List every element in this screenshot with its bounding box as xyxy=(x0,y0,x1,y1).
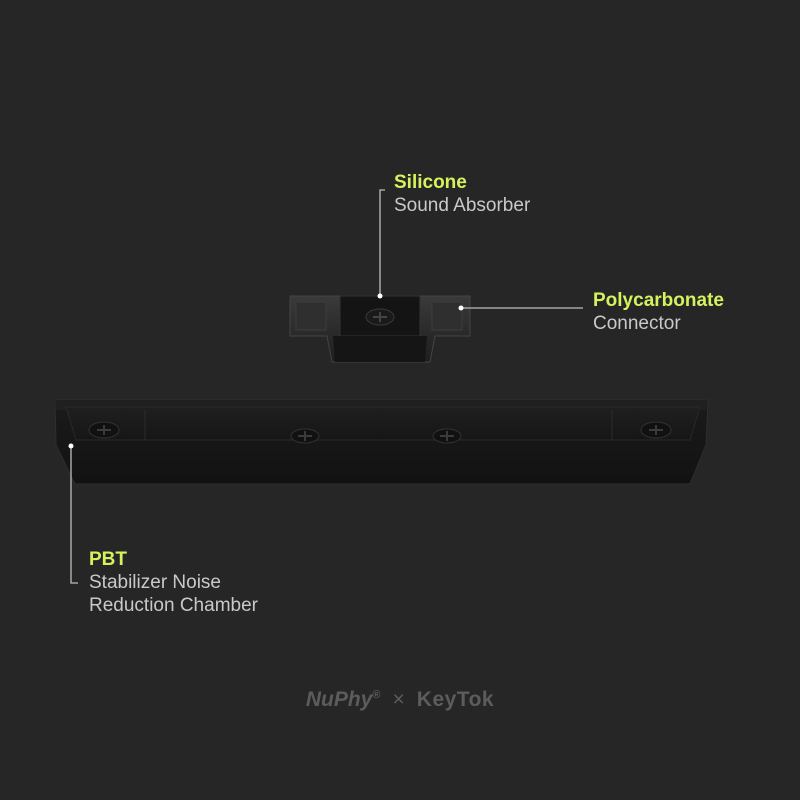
registered-mark: ® xyxy=(372,689,381,701)
callout-title: PBT xyxy=(89,549,127,570)
callout-pbt: PBT Stabilizer Noise Reduction Chamber xyxy=(89,549,258,617)
callout-polycarbonate: Polycarbonate Connector xyxy=(593,290,724,336)
callout-description: Stabilizer Noise xyxy=(89,571,221,593)
screw-post-icon xyxy=(88,421,120,439)
stabilizer-bar xyxy=(54,399,709,485)
callout-silicone: Silicone Sound Absorber xyxy=(394,172,530,218)
callout-description: Sound Absorber xyxy=(394,194,531,216)
leader-line-pbt xyxy=(68,443,78,584)
callout-description: Connector xyxy=(593,312,681,334)
collab-separator: × xyxy=(392,688,405,711)
nuphy-logo: NuPhy xyxy=(305,688,373,711)
callout-title: Polycarbonate xyxy=(593,290,724,311)
keytok-logo: KeyTok xyxy=(416,688,495,711)
screw-post-icon xyxy=(640,421,672,439)
leader-line-silicone xyxy=(377,189,385,299)
connector-part xyxy=(289,295,471,363)
leader-line-poly xyxy=(458,305,583,311)
screw-icon xyxy=(365,308,395,326)
callout-description: Reduction Chamber xyxy=(89,594,258,616)
screw-post-icon xyxy=(432,428,462,444)
screw-post-icon xyxy=(290,428,320,444)
callout-title: Silicone xyxy=(394,172,467,193)
brand-logos: NuPhy® × KeyTok xyxy=(0,688,800,712)
